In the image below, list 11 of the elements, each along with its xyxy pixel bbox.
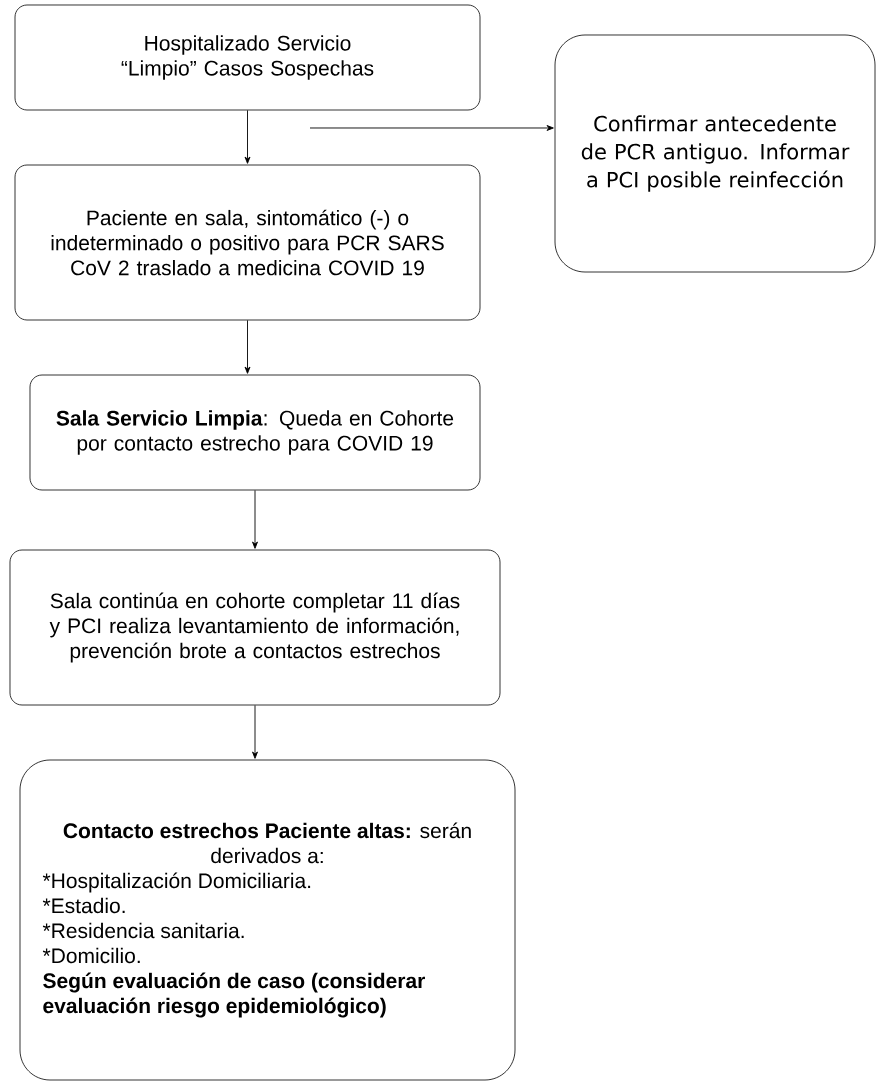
process-box: Paciente en sala, sintomático (-) o indeterminado o positivo para PCR SARS CoV 2 traslado a medicina COVID 19 — [14, 164, 481, 321]
arrow — [244, 319, 251, 374]
arrow — [252, 704, 258, 759]
arrow — [252, 489, 258, 549]
arrow — [309, 125, 554, 131]
process-box: Hospitalizado Servicio “Limpio” Casos Sospechas — [14, 4, 481, 111]
arrow — [244, 109, 251, 164]
process-box: Sala Servicio Limpia: Queda en Cohorte por contacto estrecho para COVID 19 — [29, 374, 481, 491]
process-box: Sala continúa en cohorte completar 11 días y PCI realiza levantamiento de información, prevención brote a contactos estrechos — [9, 549, 501, 706]
process-box: Contacto estrechos Paciente altas: serán derivados a: *Hospitalización Domiciliaria. *Estadio. *Residencia sanitaria. *Domicilio. Según evaluación de caso (considerar evaluación riesgo epidemiológico) — [19, 759, 516, 1081]
process-box: Confirmar antecedente de PCR antiguo. Informar a PCI posible reinfección — [554, 34, 876, 273]
